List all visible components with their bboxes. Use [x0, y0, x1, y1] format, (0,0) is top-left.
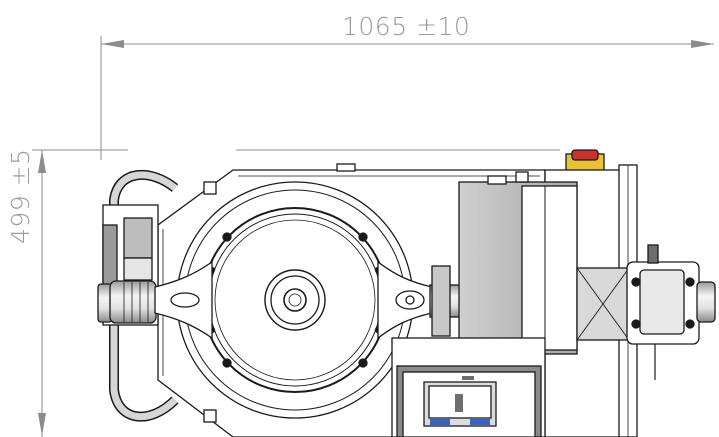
width-arrow-right — [691, 40, 714, 48]
emergency-stop-button — [565, 149, 605, 173]
rotor-hub-bore — [288, 293, 302, 307]
height-arrow-bottom — [38, 413, 46, 436]
top-tab-left — [203, 181, 217, 195]
right-end-plate — [639, 269, 685, 335]
right-end-bolt — [685, 277, 695, 287]
rotor-ring-5 — [214, 219, 376, 381]
rotor-hub-inner — [283, 288, 307, 312]
bottom-tab-left — [203, 409, 217, 423]
right-arm-hole — [405, 295, 415, 305]
rotor-bolt — [222, 232, 232, 242]
gearbox-top-tab — [515, 171, 529, 183]
right-end-bracket — [647, 244, 659, 264]
rotor-bolt — [358, 232, 368, 242]
gearbox-top-tab — [487, 175, 507, 185]
width-arrow-left — [101, 40, 124, 48]
left-clamp-block — [123, 217, 153, 259]
right-tube-collar — [431, 265, 451, 337]
rotor-bolt — [222, 358, 232, 368]
rotor-hub-middle — [270, 275, 320, 325]
width-dimension — [100, 36, 714, 160]
screen-glyph — [455, 394, 463, 412]
stop-button-cap — [571, 149, 599, 161]
panel-small-mark — [462, 376, 474, 380]
height-arrow-top — [38, 150, 46, 173]
height-dimension — [32, 149, 560, 437]
left-clamp-block-lower — [123, 257, 153, 281]
rotor-bolt — [358, 358, 368, 368]
right-end-cap — [696, 281, 716, 323]
right-end-bolt — [631, 319, 641, 329]
height-dimension-label: 499 ±5 — [6, 148, 35, 244]
gearbox-face — [521, 185, 578, 351]
width-dimension-label: 1065 ±10 — [342, 12, 471, 41]
right-end-bolt — [631, 277, 641, 287]
right-end-bolt — [685, 319, 695, 329]
screen-blue-bar — [430, 419, 450, 425]
screen-blue-bar — [470, 419, 490, 425]
left-arm-slot — [170, 292, 200, 308]
top-bracket — [336, 163, 356, 172]
right-coupling-cross — [576, 267, 630, 341]
machine-top-view — [97, 149, 716, 437]
left-shaft — [109, 280, 157, 324]
